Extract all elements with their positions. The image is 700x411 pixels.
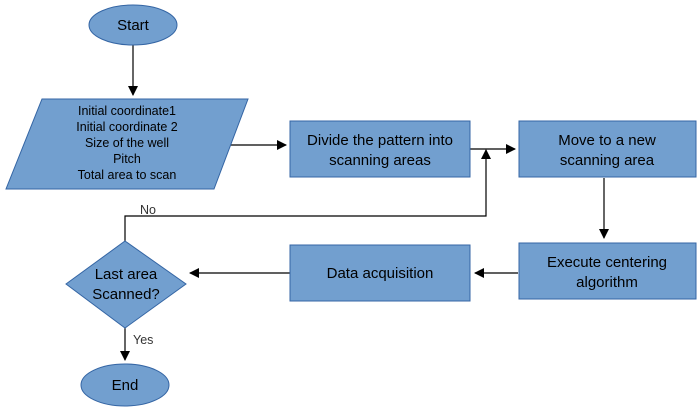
- input-line-1: Initial coordinate1: [78, 104, 176, 118]
- divide-box: [289, 120, 471, 178]
- divide-node: Divide the pattern into scanning areas: [289, 120, 471, 178]
- input-node: Initial coordinate1 Initial coordinate 2…: [5, 98, 249, 190]
- execute-line-2: algorithm: [576, 274, 638, 291]
- move-box: [518, 120, 697, 178]
- execute-line-1: Execute centering: [547, 254, 667, 271]
- edge-label-no: No: [140, 203, 156, 217]
- decision-line-2: Scanned?: [92, 286, 160, 303]
- start-ellipse: [88, 4, 178, 46]
- input-line-5: Total area to scan: [78, 168, 177, 182]
- connectors: [120, 44, 609, 361]
- decision-line-1: Last area: [95, 266, 158, 283]
- input-line-2: Initial coordinate 2: [76, 120, 178, 134]
- input-line-4: Pitch: [113, 152, 141, 166]
- move-line-1: Move to a new: [558, 132, 656, 149]
- edge-label-yes: Yes: [133, 333, 153, 347]
- move-line-2: scanning area: [560, 152, 655, 169]
- decision-node: Last area Scanned?: [65, 240, 187, 329]
- acquisition-node: Data acquisition: [289, 244, 471, 302]
- end-label: End: [112, 377, 139, 394]
- end-ellipse: [80, 363, 170, 407]
- move-node: Move to a new scanning area: [518, 120, 697, 178]
- edge-decision-no-loop: [124, 149, 491, 241]
- start-label: Start: [117, 17, 150, 34]
- start-node: Start: [88, 4, 178, 46]
- acquisition-box: [289, 244, 471, 302]
- end-node: End: [80, 363, 170, 407]
- divide-line-2: scanning areas: [329, 152, 431, 169]
- input-line-3: Size of the well: [85, 136, 169, 150]
- execute-box: [518, 242, 697, 300]
- execute-node: Execute centering algorithm: [518, 242, 697, 300]
- acquisition-label: Data acquisition: [327, 265, 434, 282]
- divide-line-1: Divide the pattern into: [307, 132, 453, 149]
- decision-diamond: [65, 240, 187, 329]
- input-parallelogram: [5, 98, 249, 190]
